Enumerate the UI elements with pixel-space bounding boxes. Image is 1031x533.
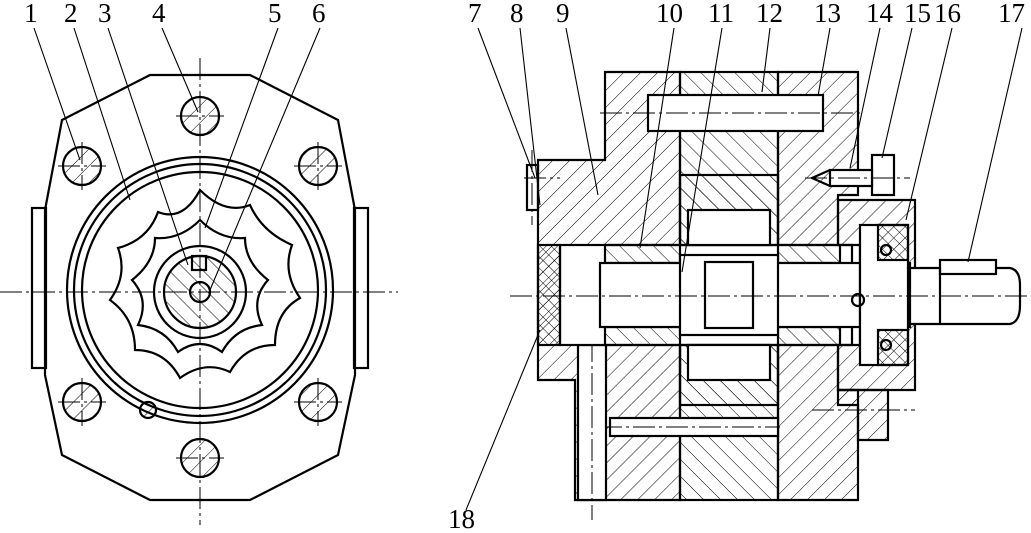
label-3: 3 (98, 0, 112, 28)
label-2: 2 (64, 0, 78, 28)
label-6: 6 (312, 0, 326, 28)
label-8: 8 (510, 0, 524, 28)
label-13: 13 (814, 0, 841, 28)
label-17: 17 (998, 0, 1025, 28)
flange-outline (43, 73, 357, 502)
bushing-left (603, 243, 682, 265)
bushing-right (776, 243, 842, 265)
label-11: 11 (708, 0, 734, 28)
end-view (0, 58, 398, 525)
bushing-left-b (603, 325, 682, 347)
shaft-key-17 (938, 258, 998, 276)
rotor-core (703, 260, 755, 330)
oil-seal-bottom (876, 328, 910, 367)
right-lug (352, 206, 370, 370)
leader-lines (33, 27, 1023, 511)
label-7: 7 (468, 0, 482, 28)
screw-head (870, 153, 896, 197)
label-15: 15 (904, 0, 931, 28)
label-14: 14 (866, 0, 894, 28)
label-9: 9 (556, 0, 570, 28)
dowel-pin (138, 400, 158, 420)
end-plug (536, 243, 562, 347)
outer-rotor (108, 188, 302, 380)
label-12: 12 (756, 0, 783, 28)
section-view (510, 70, 1031, 520)
label-10: 10 (656, 0, 683, 28)
label-16: 16 (934, 0, 961, 28)
part-labels: 1 2 3 4 5 6 7 8 9 10 11 12 13 14 15 16 1… (24, 0, 1025, 533)
left-lug (30, 206, 48, 370)
shaft-pin (850, 292, 866, 308)
label-4: 4 (152, 0, 166, 28)
bushing-right-b (776, 325, 842, 347)
label-1: 1 (24, 0, 38, 28)
label-5: 5 (268, 0, 282, 28)
rear-flange-low (836, 388, 890, 442)
shaft-key (190, 254, 208, 272)
label-18: 18 (448, 504, 475, 533)
